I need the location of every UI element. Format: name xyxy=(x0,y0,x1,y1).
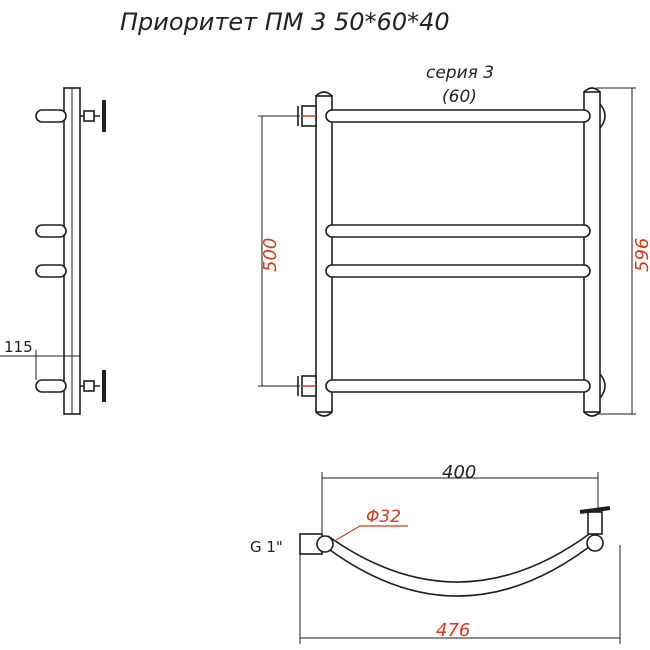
front-right-post xyxy=(583,91,601,413)
side-view-bars xyxy=(35,109,67,393)
left-end-cap xyxy=(316,535,334,553)
front-view xyxy=(258,87,636,417)
diameter-label: Φ32 xyxy=(366,507,401,527)
height-inner-label: 500 xyxy=(260,238,281,272)
front-connector-top xyxy=(297,105,317,127)
side-offset-label: 115 xyxy=(4,338,33,356)
side-view xyxy=(0,87,106,415)
width-total-label: 476 xyxy=(436,620,470,641)
curved-tube-outer xyxy=(321,539,599,597)
thread-label: G 1" xyxy=(250,538,283,556)
series-sub-label: (60) xyxy=(442,87,477,107)
side-view-valve-bottom xyxy=(80,370,106,402)
side-view-valve-top xyxy=(80,100,106,132)
right-end-cap xyxy=(586,534,604,552)
series-label: серия 3 xyxy=(426,63,494,83)
front-connector-bottom xyxy=(297,375,317,397)
width-inner-label: 400 xyxy=(442,462,476,483)
front-left-post xyxy=(315,95,333,413)
top-view xyxy=(299,472,621,644)
front-view-bars xyxy=(325,109,591,393)
curved-tube-inner xyxy=(327,531,593,583)
height-total-label: 596 xyxy=(632,238,650,272)
drawing-title: Приоритет ПМ 3 50*60*40 xyxy=(120,8,450,36)
